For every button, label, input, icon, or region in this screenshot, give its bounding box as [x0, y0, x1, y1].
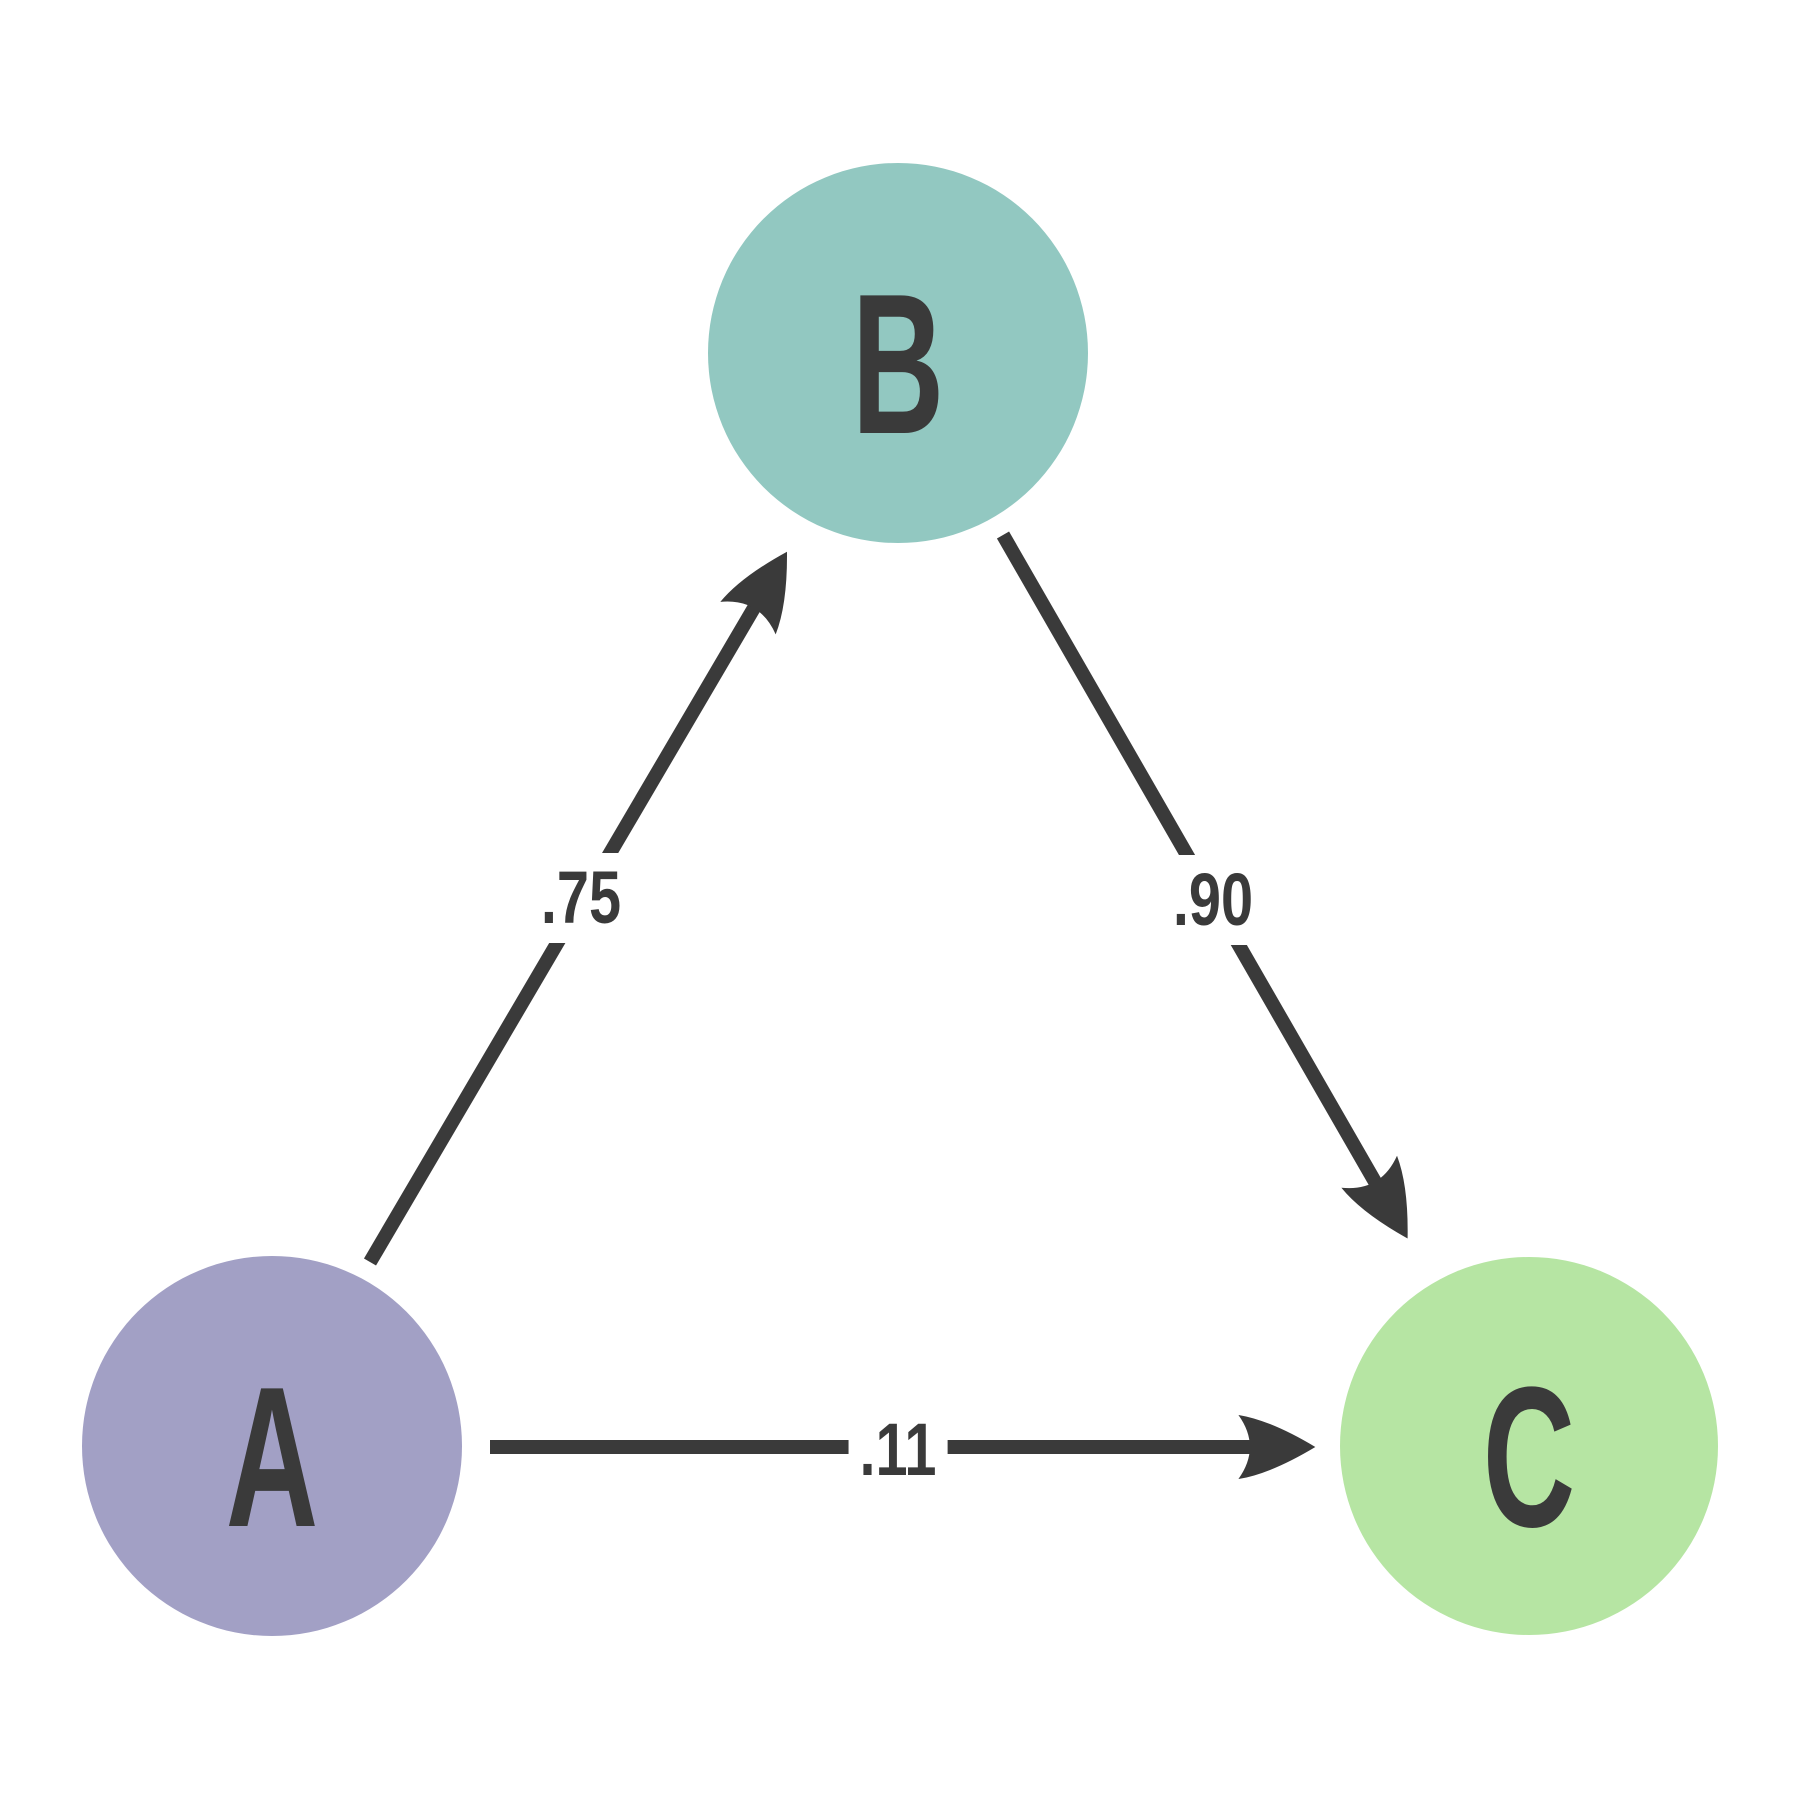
node-b-circle: [708, 163, 1088, 543]
node-b-label: B: [851, 253, 945, 476]
node-c-circle: [1340, 1257, 1718, 1635]
edge-a-b-weight: .75: [529, 853, 633, 943]
edge-b-c-weight: .90: [1161, 855, 1265, 945]
node-a-circle: [82, 1256, 462, 1636]
edge-a-c-weight: .11: [848, 1405, 948, 1495]
node-c-label: C: [1482, 1346, 1576, 1569]
node-a-label: A: [225, 1346, 319, 1569]
